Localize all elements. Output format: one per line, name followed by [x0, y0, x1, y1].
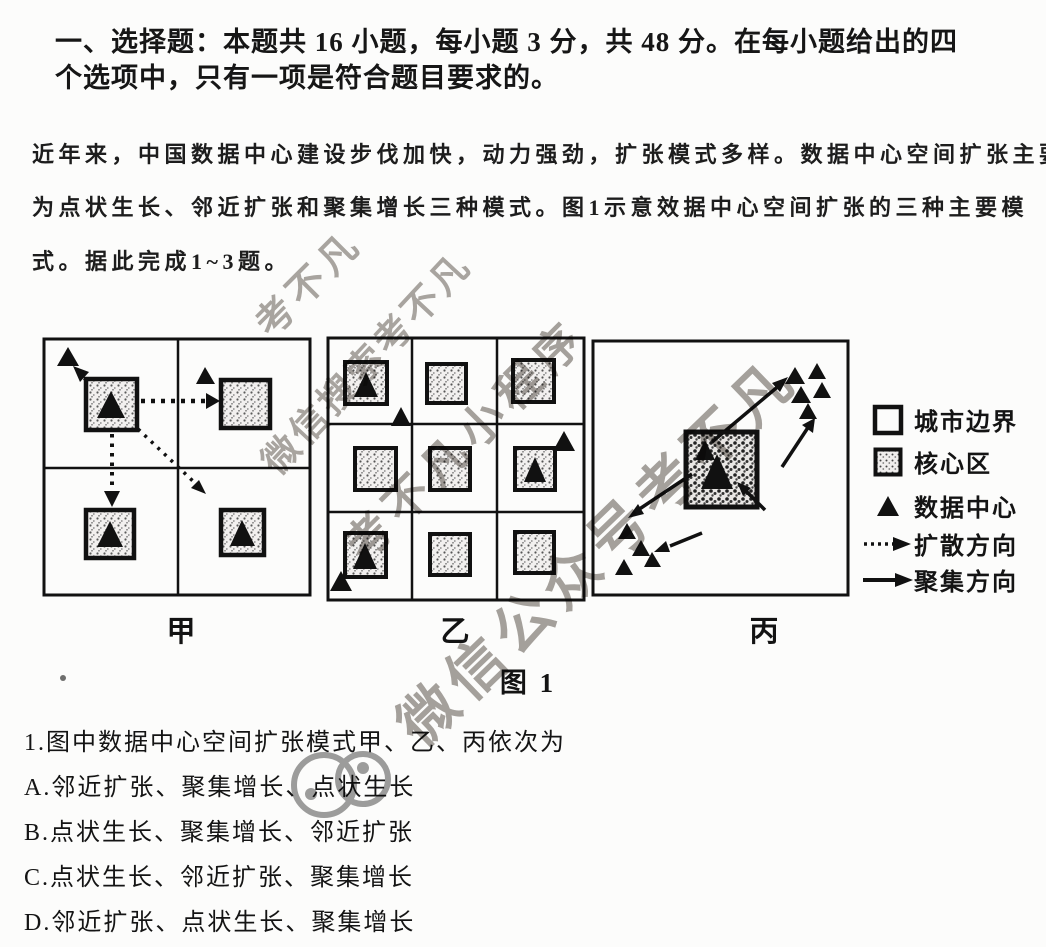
aggregation-arrow-sw2 [669, 531, 703, 548]
aggregation-arrow-sw [637, 472, 693, 512]
section-title-line2: 个选项中，只有一项是符合题目要求的。 [55, 63, 559, 93]
data-center-triangle [97, 391, 125, 418]
core-area-square-icon [862, 447, 914, 477]
data-center-triangle-icon [862, 494, 914, 518]
core-area-square [511, 358, 556, 404]
data-center-triangle [97, 521, 123, 547]
data-center-triangle [354, 372, 378, 397]
core-area-square [353, 446, 398, 492]
core-area-square [513, 530, 556, 575]
diffusion-arrow-diagonal [136, 427, 197, 485]
city-boundary-square [591, 339, 850, 597]
watermark-kaobufan-1: 考不凡 [247, 222, 371, 346]
data-center-triangle [695, 440, 715, 460]
city-boundary-square [326, 336, 586, 602]
legend-label: 聚集方向 [914, 570, 1018, 596]
core-area-square [218, 507, 267, 558]
data-center-triangle [230, 520, 255, 546]
aggregation-arrow-ne2 [780, 425, 811, 468]
passage-line2: 为点状生长、邻近扩张和聚集增长三种模式。图1示意效据中心空间扩张的三种主要模 [32, 195, 1029, 220]
core-area-square [428, 532, 472, 577]
panel-yi-diagram [326, 336, 586, 602]
core-area-square [83, 507, 137, 561]
brand-logo-circles-icon [291, 751, 391, 818]
passage-line3: 式。据此完成1~3题。 [32, 249, 291, 274]
section-title-line1: 一、选择题：本题共 16 小题，每小题 3 分，共 48 分。在每小题给出的四 [55, 27, 958, 57]
scan-artifact-dot [60, 675, 66, 681]
legend-label: 核心区 [914, 452, 992, 478]
city-boundary-square-icon [862, 404, 914, 436]
figure-caption: 图 1 [499, 668, 557, 698]
passage-line1: 近年来，中国数据中心建设步伐加快，动力强劲，扩张模式多样。数据中心空间扩张主要 [32, 142, 1046, 167]
data-center-triangle [553, 431, 575, 451]
panel-label-bing: 丙 [749, 616, 779, 648]
panel-label-yi: 乙 [440, 616, 470, 648]
core-area-square [218, 377, 273, 431]
diffusion-dashed-arrow-icon [862, 535, 914, 553]
question-stem: 1.图中数据中心空间扩张模式甲、乙、丙依次为 [24, 730, 566, 756]
legend-label: 数据中心 [914, 496, 1018, 522]
aggregation-arrow-ne [710, 382, 783, 444]
legend-row-core-area: 核心区 [862, 444, 992, 479]
panel-jia-diagram [42, 337, 312, 597]
panel-bing-diagram [591, 339, 850, 597]
aggregation-solid-arrow-icon [862, 571, 914, 589]
panel-label-jia: 甲 [166, 616, 196, 648]
data-center-triangle [196, 367, 215, 384]
data-center-triangle [701, 454, 733, 489]
legend-row-aggregation: 聚集方向 [862, 562, 1018, 597]
data-center-triangle [391, 407, 411, 426]
data-center-triangle [330, 571, 352, 591]
legend-row-diffusion: 扩散方向 [862, 526, 1018, 561]
legend-label: 扩散方向 [914, 534, 1018, 560]
data-center-triangle [57, 347, 79, 366]
data-center-cluster-ne [785, 363, 831, 419]
data-center-triangle [353, 543, 377, 569]
legend-label: 城市边界 [914, 410, 1018, 436]
core-area-square [425, 362, 468, 405]
data-center-triangle [524, 457, 546, 482]
option-c: C.点状生长、邻近扩张、聚集增长 [24, 865, 415, 891]
data-center-cluster-sw [615, 523, 661, 575]
option-d: D.邻近扩张、点状生长、聚集增长 [24, 910, 416, 936]
option-b: B.点状生长、聚集增长、邻近扩张 [24, 820, 415, 846]
legend-row-city-boundary: 城市边界 [862, 402, 1018, 437]
core-area-square [428, 446, 472, 492]
core-area-square [83, 376, 140, 433]
legend-row-data-center: 数据中心 [862, 488, 1018, 523]
